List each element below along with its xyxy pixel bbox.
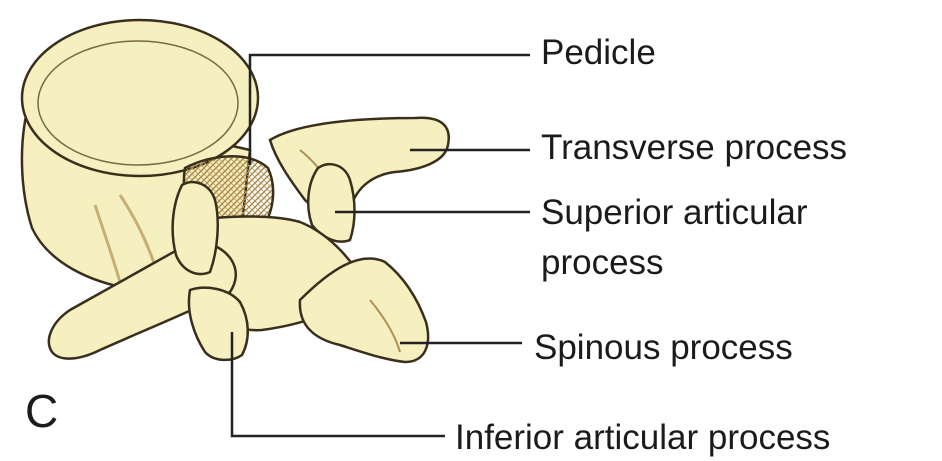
superior-articular-process-label-line1: Superior articular — [541, 193, 808, 233]
vertebral-body-top — [22, 20, 258, 176]
transverse-process-shape — [270, 118, 449, 216]
left-articular-process-shape — [173, 182, 218, 274]
spinous-process-label: Spinous process — [534, 328, 793, 368]
transverse-process-label: Transverse process — [541, 128, 847, 168]
superior-articular-process-label-line2: process — [541, 243, 664, 283]
pedicle-label: Pedicle — [541, 33, 656, 73]
panel-letter: C — [25, 386, 58, 436]
inferior-articular-process-label: Inferior articular process — [455, 418, 830, 458]
